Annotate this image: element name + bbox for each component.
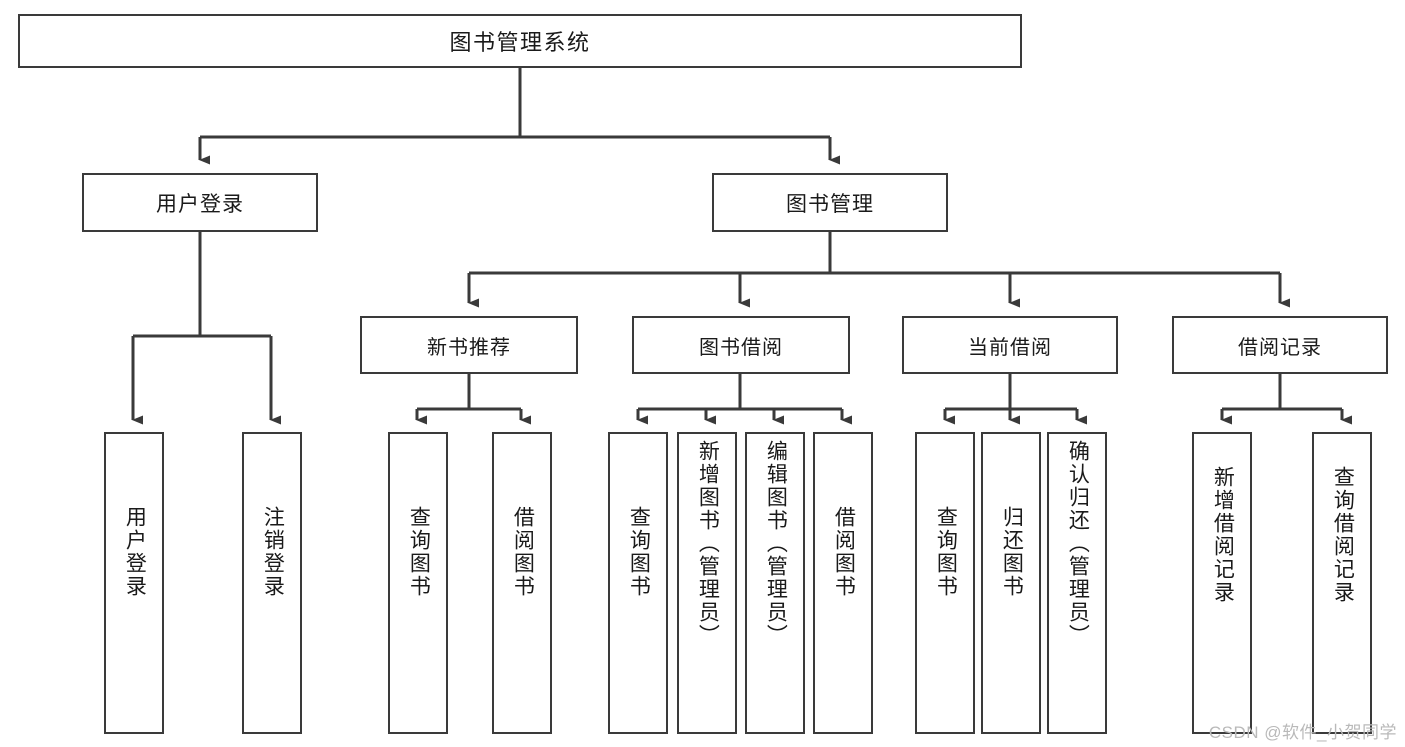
node-user-login[interactable]: 用户登录 <box>82 173 318 232</box>
leaf-borrow-book-recommend[interactable]: 借阅图书 <box>492 432 552 734</box>
leaf-logout-login-label: 注销登录 <box>261 506 285 598</box>
leaf-add-book-label: 新增图书（管理员） <box>696 440 720 647</box>
leaf-borrow-book-label: 借阅图书 <box>832 506 856 598</box>
node-borrow-record[interactable]: 借阅记录 <box>1172 316 1388 374</box>
node-book-borrow[interactable]: 图书借阅 <box>632 316 850 374</box>
leaf-user-login-label: 用户登录 <box>123 506 147 598</box>
leaf-return-book-label: 归还图书 <box>1000 506 1024 598</box>
leaf-logout-login[interactable]: 注销登录 <box>242 432 302 734</box>
leaf-edit-book[interactable]: 编辑图书（管理员） <box>745 432 805 734</box>
leaf-query-book-recommend[interactable]: 查询图书 <box>388 432 448 734</box>
node-book-borrow-label: 图书借阅 <box>699 336 783 359</box>
leaf-confirm-return[interactable]: 确认归还（管理员） <box>1047 432 1107 734</box>
leaf-query-borrow-record[interactable]: 查询借阅记录 <box>1312 432 1372 734</box>
leaf-add-borrow-record-label: 新增借阅记录 <box>1211 466 1235 604</box>
node-current-borrow-label: 当前借阅 <box>968 336 1052 359</box>
node-user-login-label: 用户登录 <box>156 192 244 216</box>
node-new-book-recommend[interactable]: 新书推荐 <box>360 316 578 374</box>
leaf-confirm-return-label: 确认归还（管理员） <box>1066 440 1090 647</box>
leaf-edit-book-label: 编辑图书（管理员） <box>764 440 788 647</box>
node-new-book-recommend-label: 新书推荐 <box>427 336 511 359</box>
leaf-query-book-current[interactable]: 查询图书 <box>915 432 975 734</box>
leaf-add-book[interactable]: 新增图书（管理员） <box>677 432 737 734</box>
watermark-text: CSDN @软件_小贺同学 <box>1208 723 1397 742</box>
leaf-add-borrow-record[interactable]: 新增借阅记录 <box>1192 432 1252 734</box>
node-current-borrow[interactable]: 当前借阅 <box>902 316 1118 374</box>
leaf-query-book-current-label: 查询图书 <box>934 506 958 598</box>
leaf-borrow-book-recommend-label: 借阅图书 <box>511 506 535 598</box>
node-root-label: 图书管理系统 <box>449 30 591 55</box>
node-book-manage-label: 图书管理 <box>786 192 874 216</box>
node-book-manage[interactable]: 图书管理 <box>712 173 948 232</box>
node-borrow-record-label: 借阅记录 <box>1238 336 1322 359</box>
leaf-user-login[interactable]: 用户登录 <box>104 432 164 734</box>
leaf-query-borrow-record-label: 查询借阅记录 <box>1331 466 1355 604</box>
leaf-query-book-recommend-label: 查询图书 <box>407 506 431 598</box>
leaf-query-book-borrow-label: 查询图书 <box>627 506 651 598</box>
leaf-query-book-borrow[interactable]: 查询图书 <box>608 432 668 734</box>
node-root-system[interactable]: 图书管理系统 <box>18 14 1022 68</box>
leaf-borrow-book[interactable]: 借阅图书 <box>813 432 873 734</box>
leaf-return-book[interactable]: 归还图书 <box>981 432 1041 734</box>
